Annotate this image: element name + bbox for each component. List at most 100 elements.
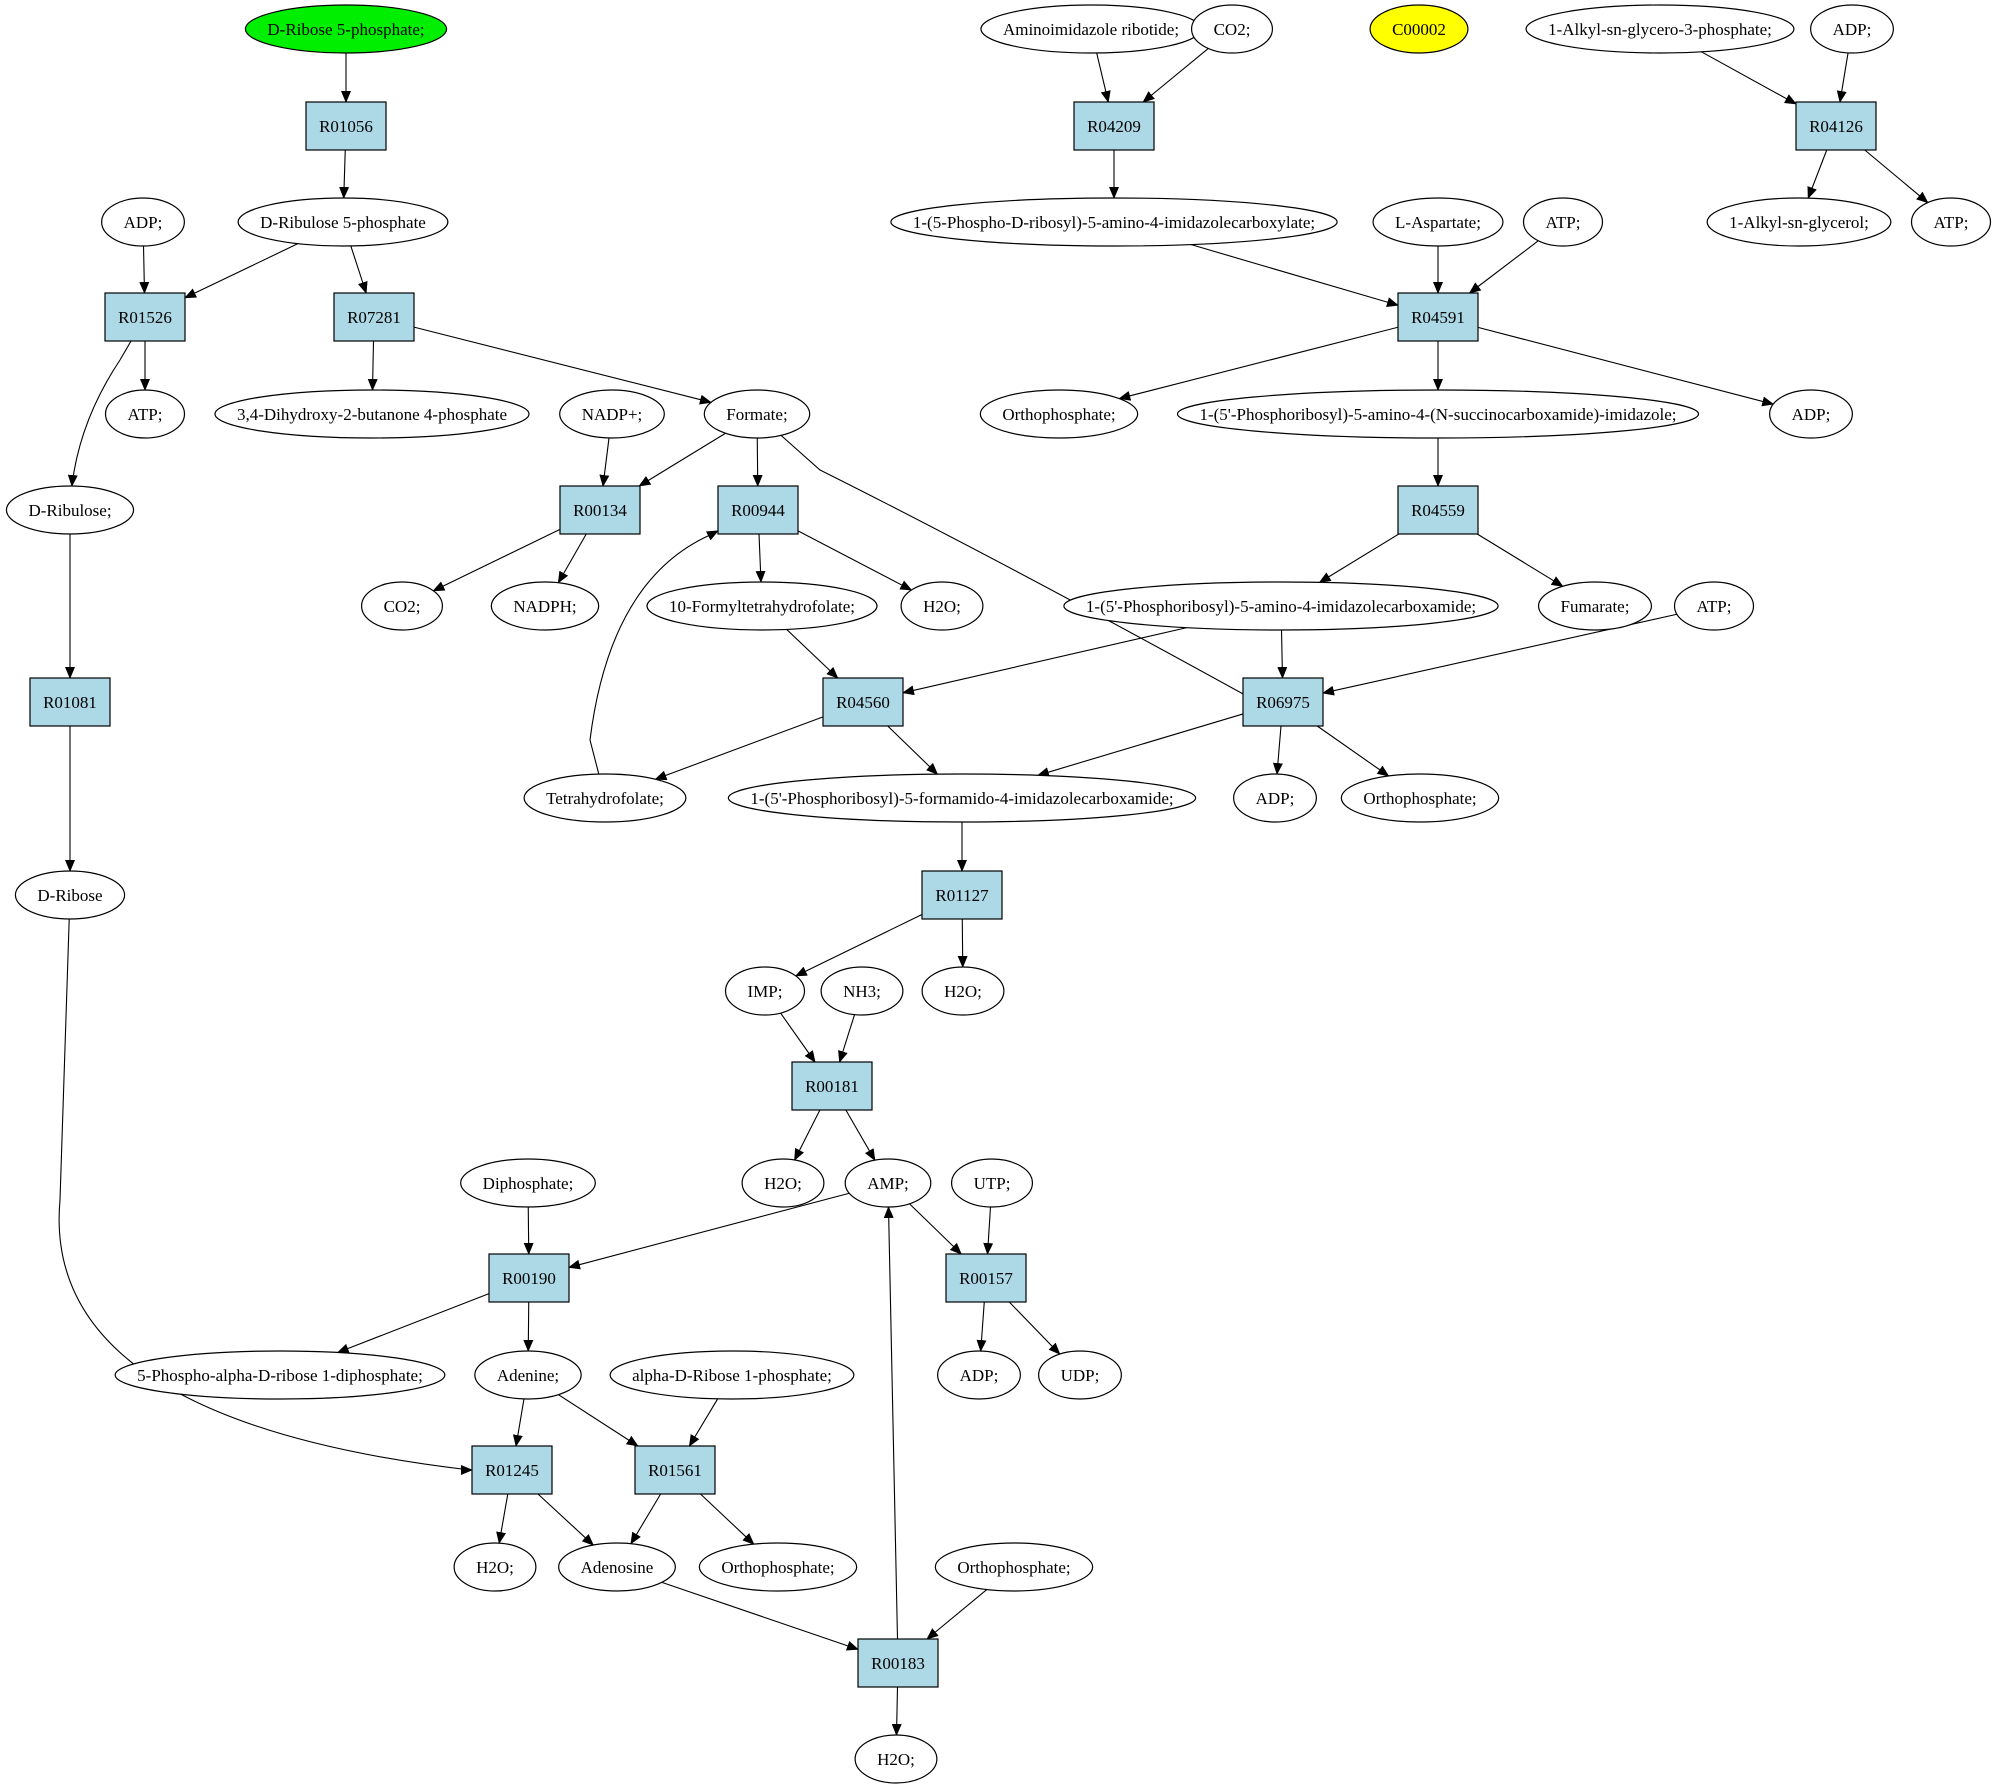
reaction-node-r01127: R01127 [921,870,1003,920]
compound-label: Aminoimidazole ribotide; [1003,20,1179,39]
compound-label: H2O; [877,1750,915,1769]
edge-r01056-to-d_ribulose_5p [339,149,350,200]
compound-node: H2O; [854,1734,938,1784]
reaction-label: R01561 [648,1461,702,1480]
compound-node: H2O; [453,1542,537,1592]
compound-label: 1-(5'-Phosphoribosyl)-5-amino-4-imidazol… [1086,597,1476,616]
edge-r00190-to-adenine [523,1301,534,1352]
compound-label: alpha-D-Ribose 1-phosphate; [632,1366,832,1385]
compound-label: Orthophosphate; [957,1558,1070,1577]
edge-nh3-to-r00181 [838,1014,856,1063]
reaction-label: R01127 [935,886,989,905]
compound-node: 1-(5'-Phosphoribosyl)-5-amino-4-imidazol… [1063,581,1499,631]
edge-formyl_thf-to-r04560 [786,629,839,679]
edge-r04559-to-aicar [1318,533,1400,583]
compound-label: Orthophosphate; [1363,789,1476,808]
compound-label: AMP; [867,1174,909,1193]
compound-label: IMP; [748,982,783,1001]
compound-node: ADP; [1810,4,1894,54]
reaction-node-r00181: R00181 [791,1061,873,1111]
compound-label: ATP; [1546,213,1581,232]
reaction-node-r01081: R01081 [29,677,111,727]
edge-r07281-to-dhbp [367,340,378,391]
compound-label: D-Ribulose; [28,501,111,520]
reaction-node-r04560: R04560 [822,677,904,727]
compound-label: ADP; [1792,405,1831,424]
reaction-node-r01245: R01245 [471,1445,553,1495]
compound-label: Fumarate; [1561,597,1630,616]
compound-label: ADP; [124,213,163,232]
compound-label: H2O; [476,1558,514,1577]
compound-node: Adenosine [558,1542,676,1592]
compound-node: ADP; [937,1350,1021,1400]
edge-formate-to-r00944 [752,437,763,487]
reaction-node-r04126: R04126 [1795,101,1877,151]
edge-adenosine-to-r00183 [661,1581,859,1651]
compound-label: 5-Phospho-alpha-D-ribose 1-diphosphate; [137,1366,423,1385]
edge-adp_left-to-r01526 [139,245,150,294]
edge-aicar-to-r04560 [902,627,1187,696]
compound-node: H2O; [900,581,984,631]
edge-pi_r00183-to-r00183 [926,1589,988,1640]
reaction-label: R04559 [1411,501,1465,520]
compound-node: ADP; [101,197,185,247]
edge-r01526-to-d_ribulose [67,340,132,488]
edge-atp_r04591-to-r04591 [1468,240,1539,294]
compound-node: 3,4-Dihydroxy-2-butanone 4-phosphate [214,389,530,439]
compound-label: Orthophosphate; [1002,405,1115,424]
compound-node: Fumarate; [1537,581,1653,631]
reaction-node-r01056: R01056 [305,101,387,151]
reaction-label: R07281 [347,308,401,327]
reaction-node-r00183: R00183 [857,1638,939,1688]
edge-r04591-to-pi_r04591 [1118,326,1399,401]
reaction-label: R04591 [1411,308,1465,327]
compound-node: ADP; [1769,389,1853,439]
edge-r04591-to-adp_r04591 [1477,326,1775,407]
compound-node: alpha-D-Ribose 1-phosphate; [609,1350,855,1400]
edge-r06975-to-faicar [1036,713,1244,777]
edge-r04126-to-alkyl_glycerol [1807,149,1828,200]
compound-node: D-Ribose 5-phosphate; [244,4,448,54]
compound-node: Formate; [703,389,811,439]
edge-formate-to-r00134 [638,432,726,487]
reaction-node-r00157: R00157 [945,1253,1027,1303]
compound-node: D-Ribulose 5-phosphate [237,197,449,247]
reaction-label: R04209 [1087,117,1141,136]
compound-label: D-Ribose 5-phosphate; [267,20,424,39]
reaction-node-r00190: R00190 [488,1253,570,1303]
edge-r04559-to-fumarate [1476,533,1564,587]
reaction-label: R04126 [1809,117,1863,136]
edge-r06975-to-pi_r06975 [1316,725,1390,777]
reaction-label: R06975 [1256,693,1310,712]
compound-node: ATP; [1673,581,1755,631]
compound-label: NADP+; [582,405,643,424]
edge-r00944-to-formyl_thf [755,533,766,584]
compound-label: Tetrahydrofolate; [546,789,664,808]
compound-node: Diphosphate; [460,1158,596,1208]
compound-label: CO2; [1214,20,1251,39]
compound-node: 10-Formyltetrahydrofolate; [646,581,878,631]
compound-label: 10-Formyltetrahydrofolate; [669,597,855,616]
reaction-label: R04560 [836,693,890,712]
compound-node: H2O; [741,1158,825,1208]
edge-r01127-to-imp [794,913,923,977]
edge-r00157-to-adp_r00157 [976,1301,987,1353]
compound-label: NADPH; [513,597,576,616]
compound-label: Formate; [726,405,787,424]
reaction-label: R00134 [573,501,627,520]
edge-r00157-to-udp [1008,1301,1061,1355]
compound-node: Orthophosphate; [979,389,1139,439]
edge-utp-to-r00157 [983,1206,994,1255]
compound-label: ATP; [1934,213,1969,232]
reaction-node-r04209: R04209 [1073,101,1155,151]
compound-label: H2O; [944,982,982,1001]
compound-node: NADPH; [490,581,600,631]
compound-node: Orthophosphate; [698,1542,858,1592]
compound-node: CO2; [1190,4,1274,54]
compound-label: NH3; [843,982,881,1001]
compound-node: ATP; [104,389,186,439]
compound-node: NH3; [820,966,904,1016]
compound-node: 1-(5'-Phosphoribosyl)-5-formamido-4-imid… [727,773,1197,823]
